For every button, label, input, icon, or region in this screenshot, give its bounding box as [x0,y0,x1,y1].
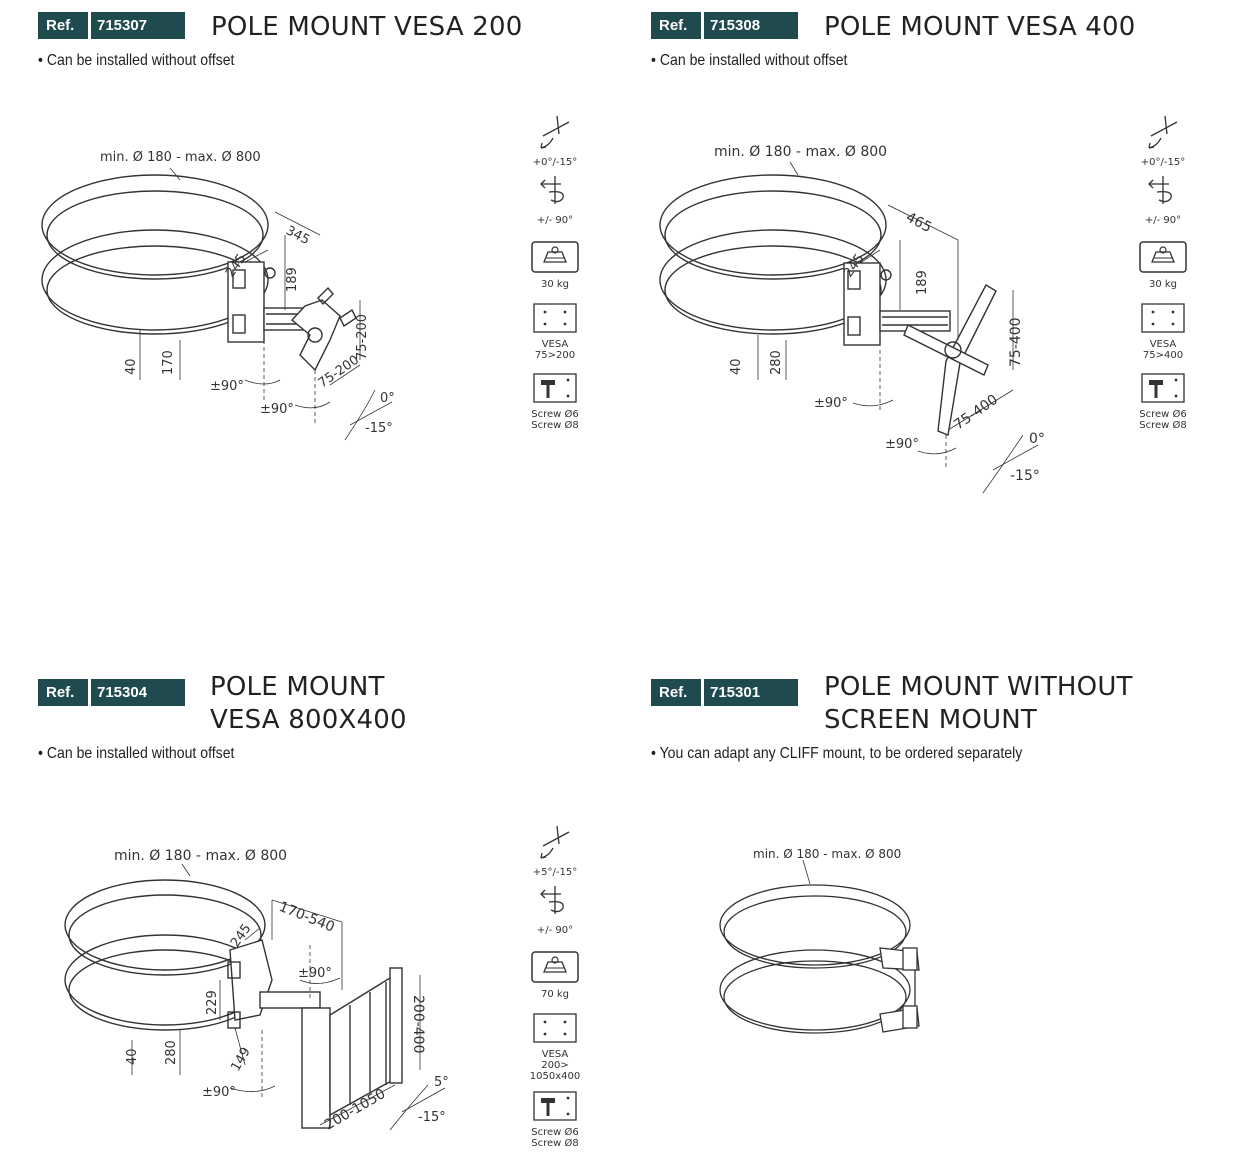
product-title-line: POLE MOUNT VESA 400 [824,12,1136,42]
ref-badge: Ref. 715307 [38,12,185,39]
ref-label: Ref. [38,679,88,706]
screw-icon [533,1091,577,1121]
tilt-label: -15° [1010,468,1040,484]
tilt-label: 5° [434,1075,449,1090]
ref-label: Ref. [38,12,88,39]
feature-bullet: • Can be installed without offset [38,52,235,69]
product-title-line: VESA 800X400 [210,705,407,735]
ref-badge: Ref. 715308 [651,12,798,39]
ref-number: 715307 [91,12,185,39]
rotate-icon [540,176,564,204]
tilt-icon [540,825,570,859]
dimension-label: 75-200 [316,353,362,392]
rotation-label: ±90° [260,402,294,417]
product-title-line: POLE MOUNT [210,672,385,702]
weight-icon [531,951,579,983]
tilt-label: 0° [380,391,395,406]
diameter-label: min. Ø 180 - max. Ø 800 [100,150,261,165]
dimension-label: 229 [205,990,220,1015]
dimension-label: 280 [769,350,784,375]
dimension-label: 75-400 [951,392,1001,434]
dimension-label: 345 [283,223,312,248]
dimension-label: 200-400 [410,995,426,1054]
product-title-line: SCREEN MOUNT [824,705,1037,735]
ref-badge: Ref. 715304 [38,679,185,706]
dimension-label: 170 [161,350,176,375]
dimension-label: 75-400 [1008,317,1024,367]
product-title: POLE MOUNT VESA 200 [211,11,523,44]
ref-label: Ref. [651,679,701,706]
rotation-label: ±90° [210,379,244,394]
screw-icon [1141,373,1185,403]
screw-icon [533,373,577,403]
rotation-label: ±90° [885,437,919,452]
ref-label: Ref. [651,12,701,39]
vesa-pattern-icon [533,1013,577,1043]
diameter-label: min. Ø 180 - max. Ø 800 [114,848,287,864]
tilt-label: 0° [1029,431,1045,447]
product-title-line: POLE MOUNT VESA 200 [211,12,523,42]
vesa-pattern-icon [1141,303,1185,333]
dimension-label: 40 [124,358,139,375]
dimension-label: 149 [228,1045,253,1074]
ref-number: 715308 [704,12,798,39]
dimension-label: 40 [729,358,744,375]
feature-bullet: • Can be installed without offset [38,745,235,762]
mount-diagram: min. Ø 180 - max. Ø 800 345 245 189 75-2… [41,150,395,441]
diameter-label: min. Ø 180 - max. Ø 800 [714,144,887,160]
ref-number: 715301 [704,679,798,706]
rotate-icon [1148,176,1172,204]
rotation-label: ±90° [202,1085,236,1100]
tilt-label: -15° [365,421,393,436]
product-title: POLE MOUNT WITHOUT SCREEN MOUNT [824,671,1133,737]
dimension-label: 189 [285,267,300,292]
vesa-pattern-icon [533,303,577,333]
dimension-label: 465 [903,209,934,236]
mount-diagram: min. Ø 180 - max. Ø 800 [719,847,920,1034]
diameter-label: min. Ø 180 - max. Ø 800 [753,847,901,861]
tilt-label: -15° [418,1110,446,1125]
mount-diagram: min. Ø 180 - max. Ø 800 170-540 245 229 … [64,848,449,1133]
tilt-icon [540,115,570,149]
product-title: POLE MOUNT VESA 800X400 [210,671,407,737]
ref-number: 715304 [91,679,185,706]
ref-badge: Ref. 715301 [651,679,798,706]
product-title: POLE MOUNT VESA 400 [824,11,1136,44]
weight-icon [1139,241,1187,273]
product-title-line: POLE MOUNT WITHOUT [824,672,1133,702]
feature-bullet: • Can be installed without offset [651,52,848,69]
mount-diagram: min. Ø 180 - max. Ø 800 465 245 189 75-4… [659,144,1045,494]
rotation-label: ±90° [814,396,848,411]
tilt-icon [1148,115,1178,149]
dimension-label: 75-200 [355,314,370,360]
weight-icon [531,241,579,273]
rotation-label: ±90° [298,966,332,981]
rotate-icon [540,886,564,914]
dimension-label: 189 [915,270,930,295]
feature-bullet: • You can adapt any CLIFF mount, to be o… [651,745,1023,762]
dimension-label: 280 [164,1040,179,1065]
dimension-label: 40 [125,1048,140,1065]
dimension-label: 170-540 [277,899,337,936]
